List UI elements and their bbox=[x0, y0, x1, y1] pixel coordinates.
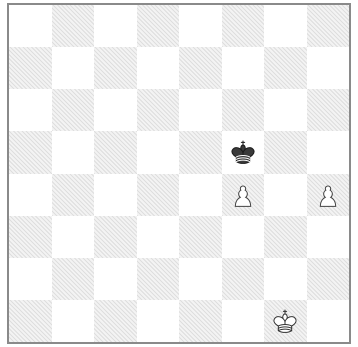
square-b6[interactable] bbox=[52, 89, 95, 131]
square-f3[interactable] bbox=[222, 216, 265, 258]
white-pawn-icon[interactable] bbox=[307, 174, 350, 216]
square-d1[interactable] bbox=[137, 300, 180, 342]
square-b8[interactable] bbox=[52, 5, 95, 47]
square-e6[interactable] bbox=[179, 89, 222, 131]
square-h1[interactable] bbox=[307, 300, 350, 342]
square-g7[interactable] bbox=[264, 47, 307, 89]
square-h6[interactable] bbox=[307, 89, 350, 131]
black-king-icon[interactable] bbox=[222, 131, 265, 173]
board-grid bbox=[9, 5, 349, 342]
square-c4[interactable] bbox=[94, 174, 137, 216]
square-b7[interactable] bbox=[52, 47, 95, 89]
square-g6[interactable] bbox=[264, 89, 307, 131]
white-king-icon[interactable] bbox=[264, 300, 307, 342]
square-f6[interactable] bbox=[222, 89, 265, 131]
square-e3[interactable] bbox=[179, 216, 222, 258]
square-h4[interactable] bbox=[307, 174, 350, 216]
square-c7[interactable] bbox=[94, 47, 137, 89]
square-a7[interactable] bbox=[9, 47, 52, 89]
square-b2[interactable] bbox=[52, 258, 95, 300]
square-f4[interactable] bbox=[222, 174, 265, 216]
square-h2[interactable] bbox=[307, 258, 350, 300]
square-a6[interactable] bbox=[9, 89, 52, 131]
square-d4[interactable] bbox=[137, 174, 180, 216]
square-c5[interactable] bbox=[94, 131, 137, 173]
square-e1[interactable] bbox=[179, 300, 222, 342]
square-g4[interactable] bbox=[264, 174, 307, 216]
white-pawn-icon[interactable] bbox=[222, 174, 265, 216]
square-b5[interactable] bbox=[52, 131, 95, 173]
square-e5[interactable] bbox=[179, 131, 222, 173]
square-a1[interactable] bbox=[9, 300, 52, 342]
square-a5[interactable] bbox=[9, 131, 52, 173]
square-c1[interactable] bbox=[94, 300, 137, 342]
square-h3[interactable] bbox=[307, 216, 350, 258]
square-g8[interactable] bbox=[264, 5, 307, 47]
square-g3[interactable] bbox=[264, 216, 307, 258]
square-d6[interactable] bbox=[137, 89, 180, 131]
square-a3[interactable] bbox=[9, 216, 52, 258]
square-g5[interactable] bbox=[264, 131, 307, 173]
square-b4[interactable] bbox=[52, 174, 95, 216]
square-d7[interactable] bbox=[137, 47, 180, 89]
square-f8[interactable] bbox=[222, 5, 265, 47]
square-d5[interactable] bbox=[137, 131, 180, 173]
square-c2[interactable] bbox=[94, 258, 137, 300]
square-e8[interactable] bbox=[179, 5, 222, 47]
square-b3[interactable] bbox=[52, 216, 95, 258]
square-c6[interactable] bbox=[94, 89, 137, 131]
square-a8[interactable] bbox=[9, 5, 52, 47]
square-d8[interactable] bbox=[137, 5, 180, 47]
square-e2[interactable] bbox=[179, 258, 222, 300]
square-c3[interactable] bbox=[94, 216, 137, 258]
square-e7[interactable] bbox=[179, 47, 222, 89]
square-f1[interactable] bbox=[222, 300, 265, 342]
square-h5[interactable] bbox=[307, 131, 350, 173]
square-e4[interactable] bbox=[179, 174, 222, 216]
square-f7[interactable] bbox=[222, 47, 265, 89]
square-a4[interactable] bbox=[9, 174, 52, 216]
square-a2[interactable] bbox=[9, 258, 52, 300]
square-b1[interactable] bbox=[52, 300, 95, 342]
square-f5[interactable] bbox=[222, 131, 265, 173]
square-h7[interactable] bbox=[307, 47, 350, 89]
square-h8[interactable] bbox=[307, 5, 350, 47]
square-d2[interactable] bbox=[137, 258, 180, 300]
chess-board bbox=[7, 3, 351, 344]
square-c8[interactable] bbox=[94, 5, 137, 47]
square-g1[interactable] bbox=[264, 300, 307, 342]
square-g2[interactable] bbox=[264, 258, 307, 300]
square-f2[interactable] bbox=[222, 258, 265, 300]
square-d3[interactable] bbox=[137, 216, 180, 258]
